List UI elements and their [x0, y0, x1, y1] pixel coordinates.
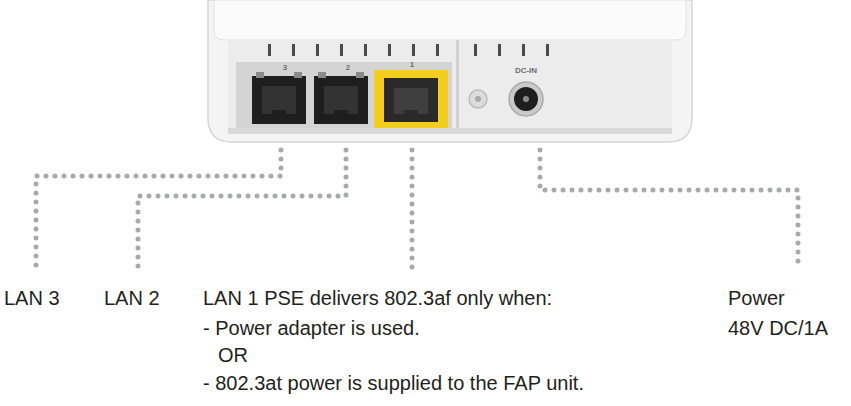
- note-text: LAN 1 PSE delivers 802.3af only when:: [203, 286, 552, 310]
- panel-divider: [456, 40, 459, 132]
- port-label: Power: [728, 286, 785, 310]
- panel-lip: [228, 128, 672, 134]
- vent-slots: [268, 44, 549, 56]
- device-housing: [208, 0, 692, 142]
- housing-top: [214, 0, 686, 40]
- note-text: - 802.3at power is supplied to the FAP u…: [203, 371, 584, 395]
- dc-jack-pin: [523, 96, 529, 102]
- rj45-port: [314, 72, 368, 124]
- port-recess: [236, 62, 452, 128]
- note-text: OR: [218, 343, 248, 367]
- panel-face: [228, 40, 672, 132]
- port-label: LAN 3: [4, 286, 60, 310]
- leader-line: [540, 150, 798, 268]
- dc-jack-socket: [514, 87, 538, 111]
- dc-jack: [509, 82, 543, 116]
- spec-text: 48V DC/1A: [728, 316, 828, 340]
- port-name: DC-IN: [515, 66, 537, 76]
- leader-line: [410, 150, 415, 268]
- reset-hole: [475, 96, 481, 102]
- leader-line: [36, 150, 281, 268]
- port-number: 3: [283, 63, 287, 73]
- reset-button: [469, 90, 487, 108]
- rj45-port: [252, 72, 306, 124]
- port-number: 1: [410, 60, 414, 70]
- leader-line: [138, 150, 346, 268]
- port-label: LAN 2: [104, 286, 160, 310]
- note-text: - Power adapter is used.: [203, 316, 420, 340]
- port-number: 2: [346, 63, 350, 73]
- poe-port: [374, 70, 448, 128]
- leader-lines: [36, 150, 798, 268]
